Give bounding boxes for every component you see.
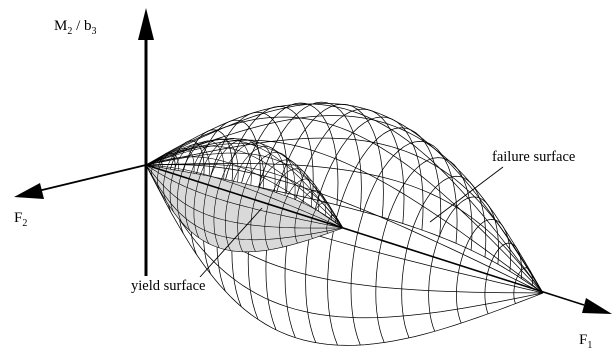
yield-surface-meridian	[145, 138, 344, 229]
axes-front	[145, 164, 612, 314]
yield-surface-label: yield surface	[131, 278, 205, 294]
yield-surface-meridian	[145, 143, 344, 229]
yield-surface-meridian	[145, 164, 344, 229]
vertical-axis-label: M2 / b3	[54, 18, 97, 37]
failure-surface-meridian	[145, 103, 544, 294]
failure-surface-meridian	[145, 163, 544, 294]
failure-surface-ring	[350, 141, 458, 346]
f1-axis-arrowhead	[582, 298, 612, 314]
failure-surface-meridian	[145, 115, 544, 294]
yield-surface-meridian	[145, 164, 344, 253]
f1-axis-label: F1	[579, 332, 592, 351]
vertical-axis-arrowhead	[138, 8, 154, 40]
leaders	[199, 166, 504, 278]
failure-surface-ring	[375, 157, 473, 343]
f2-axis-arrowhead	[14, 183, 44, 199]
yield-surface-shading	[146, 165, 343, 252]
yield-surface	[145, 138, 344, 253]
f1-axis-line	[145, 164, 585, 306]
yield-surface-meridian	[145, 156, 344, 229]
failure-surface-label: failure surface	[492, 149, 575, 165]
yield-surface-meridian	[145, 164, 343, 229]
yield-surface-meridian	[145, 139, 344, 229]
yield-surface-meridian	[145, 164, 344, 241]
yield-surface-meridian	[145, 164, 344, 229]
yield-surface-meridian	[145, 145, 344, 229]
yield-surface-meridian	[145, 164, 344, 229]
failure-surface-meridian	[145, 164, 544, 346]
yield-surface-leader	[199, 207, 263, 278]
failure-surface	[145, 101, 544, 346]
failure-surface-meridian	[145, 116, 544, 294]
axes-back	[14, 8, 154, 276]
failure-surface-meridian	[145, 164, 544, 294]
f2-axis-label: F2	[14, 210, 27, 229]
failure-surface-leader	[429, 166, 504, 223]
failure-surface-meridian	[145, 164, 544, 319]
f2-axis-line	[37, 164, 147, 192]
